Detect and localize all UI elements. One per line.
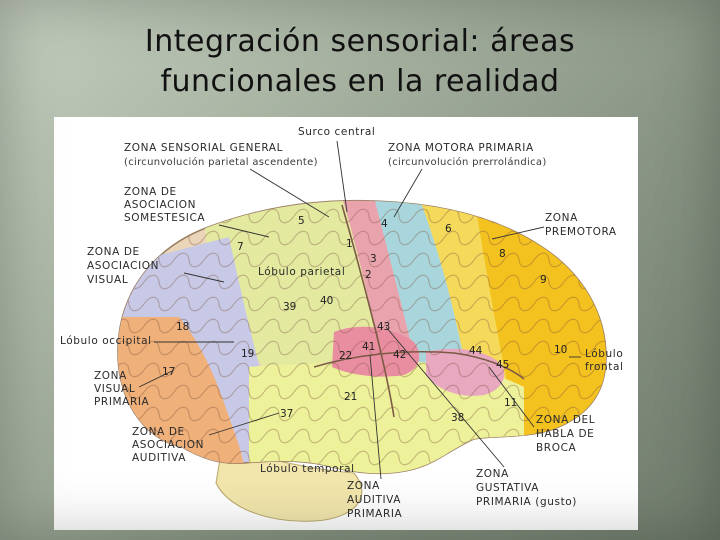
slide-title-line-2: funcionales en la realidad (160, 64, 560, 99)
label-asoc-visual-line3: VISUAL (87, 274, 128, 286)
label-habla-line1: ZONA DEL (536, 414, 595, 426)
area-45: 45 (496, 359, 509, 371)
label-asoc-aud-line2: ASOCIACION (132, 439, 204, 451)
area-44: 44 (469, 345, 483, 357)
label-asoc-somest-line2: ASOCIACION (124, 199, 196, 211)
label-asoc-somest-line1: ZONA DE (124, 186, 177, 198)
area-42: 42 (393, 349, 406, 361)
label-premotora-line1: ZONA (545, 212, 578, 224)
label-habla-line2: HABLA DE (536, 428, 594, 440)
area-6: 6 (445, 223, 452, 235)
leader-gustativa (385, 326, 505, 468)
area-39: 39 (283, 301, 296, 313)
area-3: 3 (370, 253, 377, 265)
area-8: 8 (499, 248, 506, 260)
label-lobulo-occipital: Lóbulo occipital (60, 335, 152, 347)
area-1: 1 (346, 238, 353, 250)
label-visual-prim-line3: PRIMARIA (94, 396, 150, 408)
label-asoc-visual-line2: ASOCIACION (87, 260, 159, 272)
gyri-texture (117, 200, 606, 474)
leader-asoc-aud (208, 412, 280, 436)
label-auditiva-line2: AUDITIVA (347, 494, 401, 506)
leader-surco-central (336, 140, 348, 213)
leader-zona-sensorial (249, 168, 330, 218)
label-lobulo-parietal: Lóbulo parietal (258, 266, 345, 278)
label-zona-sensorial-line2: (circunvolución parietal ascendente) (124, 156, 318, 168)
area-22: 22 (339, 350, 352, 362)
leader-premotora (491, 226, 545, 240)
area-19: 19 (241, 348, 254, 360)
label-zona-motora-line2: (circunvolución prerrolándica) (388, 156, 547, 168)
label-gustativa-line2: GUSTATIVA (476, 482, 539, 494)
label-zona-motora-line1: ZONA MOTORA PRIMARIA (388, 142, 534, 154)
area-37: 37 (280, 408, 293, 420)
area-4: 4 (381, 218, 388, 230)
leader-asoc-visual (183, 272, 225, 283)
label-lobulo-frontal-line2: frontal (585, 361, 624, 373)
leader-habla-broca (488, 366, 535, 428)
slide-title: Integración sensorial: áreas funcionales… (60, 22, 660, 102)
area-5: 5 (298, 215, 305, 227)
label-asoc-somest-line3: SOMESTESICA (124, 212, 205, 224)
lateral-sulcus (313, 351, 525, 380)
area-11: 11 (504, 397, 517, 409)
area-9: 9 (540, 274, 547, 286)
label-premotora-line2: PREMOTORA (545, 226, 617, 238)
label-asoc-aud-line1: ZONA DE (132, 426, 185, 438)
area-40: 40 (320, 295, 333, 307)
area-17: 17 (162, 366, 175, 378)
brain-figure: 1 2 3 4 5 6 7 8 9 10 11 17 18 19 21 22 3… (54, 117, 638, 530)
area-7: 7 (237, 241, 244, 253)
area-38: 38 (451, 412, 464, 424)
brain-diagram: 1 2 3 4 5 6 7 8 9 10 11 17 18 19 21 22 3… (60, 126, 624, 522)
label-lobulo-temporal: Lóbulo temporal (260, 463, 355, 475)
label-asoc-aud-line3: AUDITIVA (132, 452, 186, 464)
label-visual-prim-line1: ZONA (94, 370, 127, 382)
slide-title-line-1: Integración sensorial: áreas (144, 24, 576, 59)
label-gustativa-line3: PRIMARIA (gusto) (476, 496, 577, 508)
area-10: 10 (554, 344, 567, 356)
label-auditiva-line1: ZONA (347, 480, 380, 492)
area-18: 18 (176, 321, 189, 333)
central-sulcus (341, 204, 395, 418)
label-gustativa-line1: ZONA (476, 468, 509, 480)
area-21: 21 (344, 391, 357, 403)
label-surco-central: Surco central (298, 126, 375, 138)
label-zona-sensorial-line1: ZONA SENSORIAL GENERAL (124, 142, 283, 154)
label-auditiva-line3: PRIMARIA (347, 508, 403, 520)
leader-auditiva (369, 354, 382, 480)
area-2: 2 (365, 269, 372, 281)
label-asoc-visual-line1: ZONA DE (87, 246, 140, 258)
area-43: 43 (377, 321, 390, 333)
area-41: 41 (362, 341, 375, 353)
leader-visual-prim (138, 370, 173, 388)
label-visual-prim-line2: VISUAL (94, 383, 135, 395)
leader-zona-motora (393, 168, 423, 218)
leader-asoc-somest (218, 224, 270, 238)
label-lobulo-frontal-line1: Lóbulo (585, 348, 623, 360)
label-habla-line3: BROCA (536, 442, 576, 454)
